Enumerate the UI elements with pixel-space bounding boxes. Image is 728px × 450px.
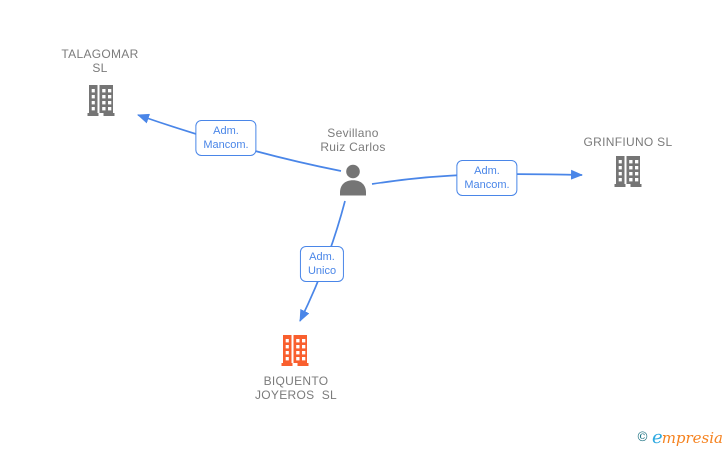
person-label[interactable]: Sevillano Ruiz Carlos (320, 126, 386, 154)
building-icon-biquento[interactable] (279, 334, 311, 367)
relation-label-talagomar: Adm. Mancom. (195, 120, 257, 156)
copyright-icon: © (636, 430, 650, 445)
company-label-talagomar[interactable]: TALAGOMAR SL (61, 47, 139, 75)
empresia-logo[interactable]: ©empresia (636, 427, 723, 448)
relation-label-biquento: Adm. Unico (299, 246, 345, 282)
building-icon-grinfiuno[interactable] (612, 155, 644, 188)
person-icon[interactable] (338, 164, 368, 198)
logo-text: mpresia (661, 429, 723, 447)
company-label-biquento[interactable]: BIQUENTO JOYEROS SL (255, 374, 337, 402)
logo-initial: e (652, 427, 663, 448)
relation-label-grinfiuno: Adm. Mancom. (456, 160, 518, 196)
edge-person-grinfiuno (371, 169, 583, 185)
company-label-grinfiuno[interactable]: GRINFIUNO SL (583, 135, 673, 149)
building-icon-talagomar[interactable] (85, 84, 117, 117)
